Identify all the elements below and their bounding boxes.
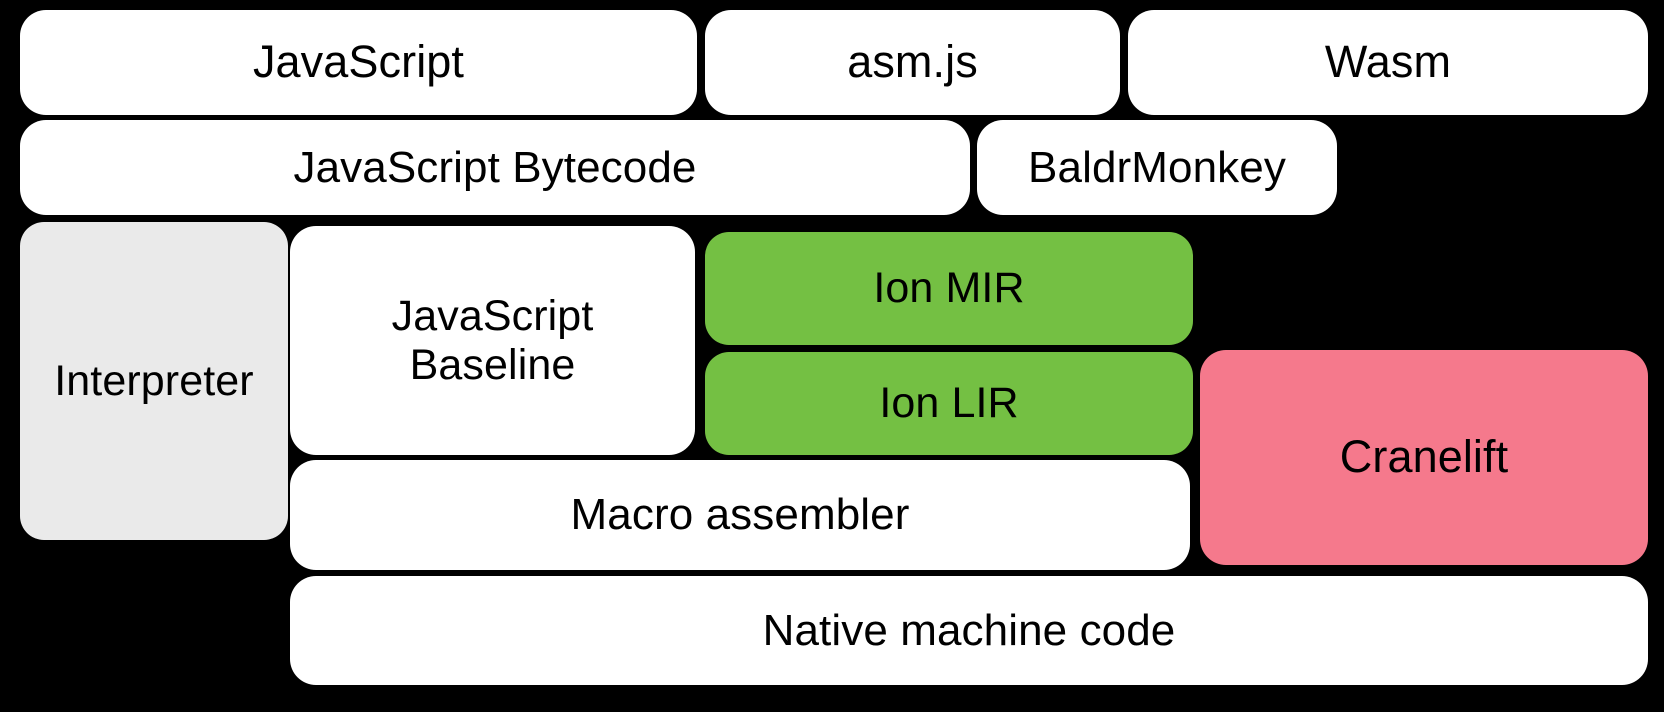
box-native-machine-code[interactable]: Native machine code	[290, 576, 1648, 685]
box-asmjs[interactable]: asm.js	[705, 10, 1120, 115]
box-baldrmonkey-label: BaldrMonkey	[1028, 142, 1286, 192]
box-javascript-baseline[interactable]: JavaScript Baseline	[290, 226, 695, 455]
box-ion-mir-label: Ion MIR	[873, 264, 1025, 313]
box-baldrmonkey[interactable]: BaldrMonkey	[977, 120, 1337, 215]
box-interpreter[interactable]: Interpreter	[20, 222, 288, 540]
box-ion-lir[interactable]: Ion LIR	[705, 352, 1193, 455]
box-javascript-bytecode-label: JavaScript Bytecode	[293, 142, 697, 192]
box-ion-lir-label: Ion LIR	[879, 379, 1019, 428]
box-wasm-label: Wasm	[1324, 36, 1452, 88]
box-cranelift-label: Cranelift	[1339, 431, 1509, 483]
box-macro-assembler[interactable]: Macro assembler	[290, 460, 1190, 570]
box-cranelift[interactable]: Cranelift	[1200, 350, 1648, 565]
box-javascript-bytecode[interactable]: JavaScript Bytecode	[20, 120, 970, 215]
box-interpreter-label: Interpreter	[54, 356, 254, 405]
box-native-machine-code-label: Native machine code	[762, 605, 1176, 655]
box-javascript[interactable]: JavaScript	[20, 10, 697, 115]
box-wasm[interactable]: Wasm	[1128, 10, 1648, 115]
box-javascript-baseline-label: JavaScript Baseline	[391, 292, 594, 389]
box-asmjs-label: asm.js	[847, 36, 978, 88]
box-javascript-label: JavaScript	[252, 36, 465, 88]
box-ion-mir[interactable]: Ion MIR	[705, 232, 1193, 345]
box-macro-assembler-label: Macro assembler	[570, 490, 910, 540]
